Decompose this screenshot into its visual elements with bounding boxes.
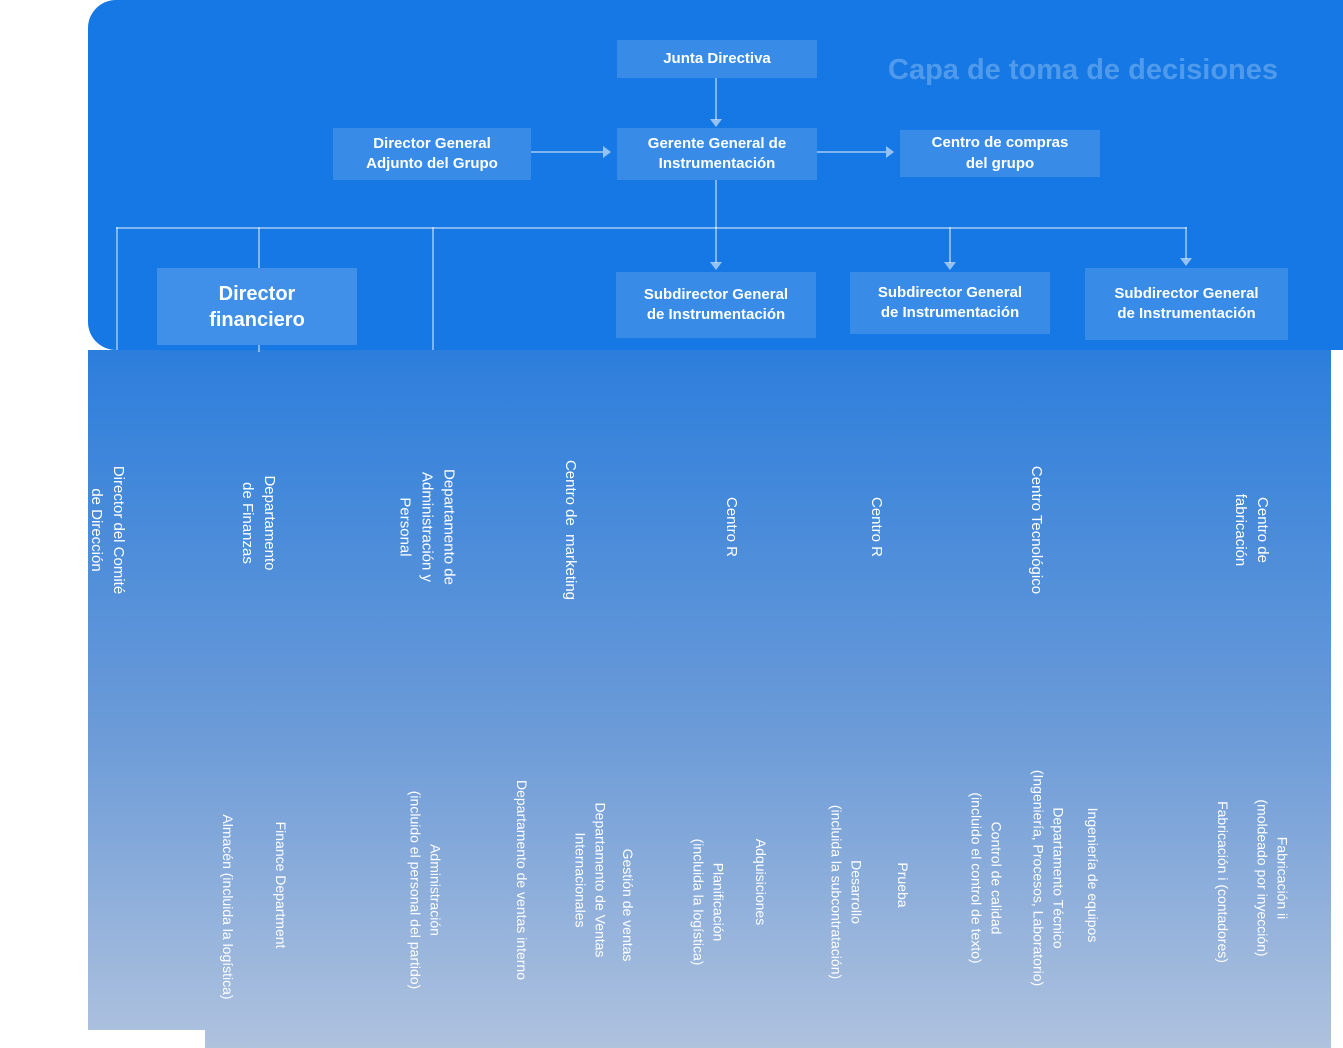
unit-ventas-interno: Departamento de ventas interno	[514, 779, 531, 981]
unit-fabricacion-i: Fabricación i (contadores)	[1215, 801, 1232, 963]
unit-control-calidad: Control de calidad (incluido el control …	[968, 792, 1005, 964]
panel-notch	[0, 1030, 205, 1048]
dept-centro-r-2: Centro R	[867, 496, 885, 558]
connector-drop-admin	[432, 227, 434, 350]
departments-panel	[88, 350, 1331, 1048]
org-box-gerente-general: Gerente General de Instrumentación	[617, 128, 817, 180]
org-box-director-financiero: Director financiero	[157, 268, 357, 345]
unit-fabricacion-ii: Fabricación ii (moldeado por inyección)	[1254, 799, 1291, 957]
unit-administracion: Administración (incluido el personal del…	[407, 790, 444, 990]
connector-financiero-panel	[258, 345, 260, 352]
decision-layer-band	[88, 0, 1343, 350]
unit-desarrollo: Desarrollo (incluida la subcontratación)	[828, 804, 865, 980]
unit-planificacion: Planificación (incluida la logística)	[690, 838, 727, 966]
unit-almacen: Almacén (incluida la logística)	[220, 814, 237, 1000]
arrow-right-compras	[886, 146, 894, 158]
connector-adjunto-gerente	[531, 151, 603, 153]
dept-tecnologico: Centro Tecnológico	[1027, 465, 1045, 595]
connector-bus	[116, 227, 1187, 229]
connector-junta-gerente	[715, 78, 717, 120]
unit-departamento-tecnico: Departamento Técnico (Ingeniería, Proces…	[1030, 769, 1067, 987]
connector-drop-comite	[116, 227, 118, 350]
dept-fabricacion: Centro de fabricación	[1232, 493, 1271, 567]
org-box-junta-directiva: Junta Directiva	[617, 40, 817, 78]
dept-finanzas: Departamento de Finanzas	[239, 475, 278, 571]
unit-finance-department: Finance Department	[273, 821, 290, 949]
connector-drop-subdirector-1	[715, 227, 717, 263]
arrow-down-subdirector-2	[944, 262, 956, 270]
arrow-right-gerente	[603, 146, 611, 158]
org-box-subdirector-3: Subdirector General de Instrumentación	[1085, 268, 1288, 340]
dept-director-comite: Director del Comité de Dirección	[88, 465, 127, 595]
connector-drop-subdirector-2	[949, 227, 951, 263]
dept-admin-personal: Departamento de Administración y Persona…	[397, 469, 458, 585]
org-box-director-general-adjunto: Director General Adjunto del Grupo	[333, 128, 531, 180]
dept-marketing: Centro de marketing	[561, 459, 579, 601]
decision-layer-title: Capa de toma de decisiones	[888, 54, 1279, 86]
arrow-down-subdirector-1	[710, 262, 722, 270]
dept-centro-r-1: Centro R	[722, 496, 740, 558]
org-box-centro-compras: Centro de compras del grupo	[900, 130, 1100, 177]
connector-gerente-compras	[817, 151, 886, 153]
unit-prueba: Prueba	[895, 862, 912, 908]
unit-adquisiciones: Adquisiciones	[753, 838, 770, 926]
unit-ingenieria-equipos: Ingeniería de equipos	[1085, 807, 1102, 943]
connector-drop-financiero	[258, 227, 260, 268]
org-box-subdirector-1: Subdirector General de Instrumentación	[616, 272, 816, 338]
unit-ventas-internacionales: Departamento de Ventas Internacionales	[572, 802, 609, 958]
connector-gerente-bus	[715, 180, 717, 228]
org-box-subdirector-2: Subdirector General de Instrumentación	[850, 272, 1050, 334]
connector-drop-subdirector-3	[1185, 227, 1187, 259]
arrow-down-gerente	[710, 119, 722, 127]
arrow-down-subdirector-3	[1180, 258, 1192, 266]
unit-gestion-ventas: Gestión de ventas	[620, 848, 637, 962]
